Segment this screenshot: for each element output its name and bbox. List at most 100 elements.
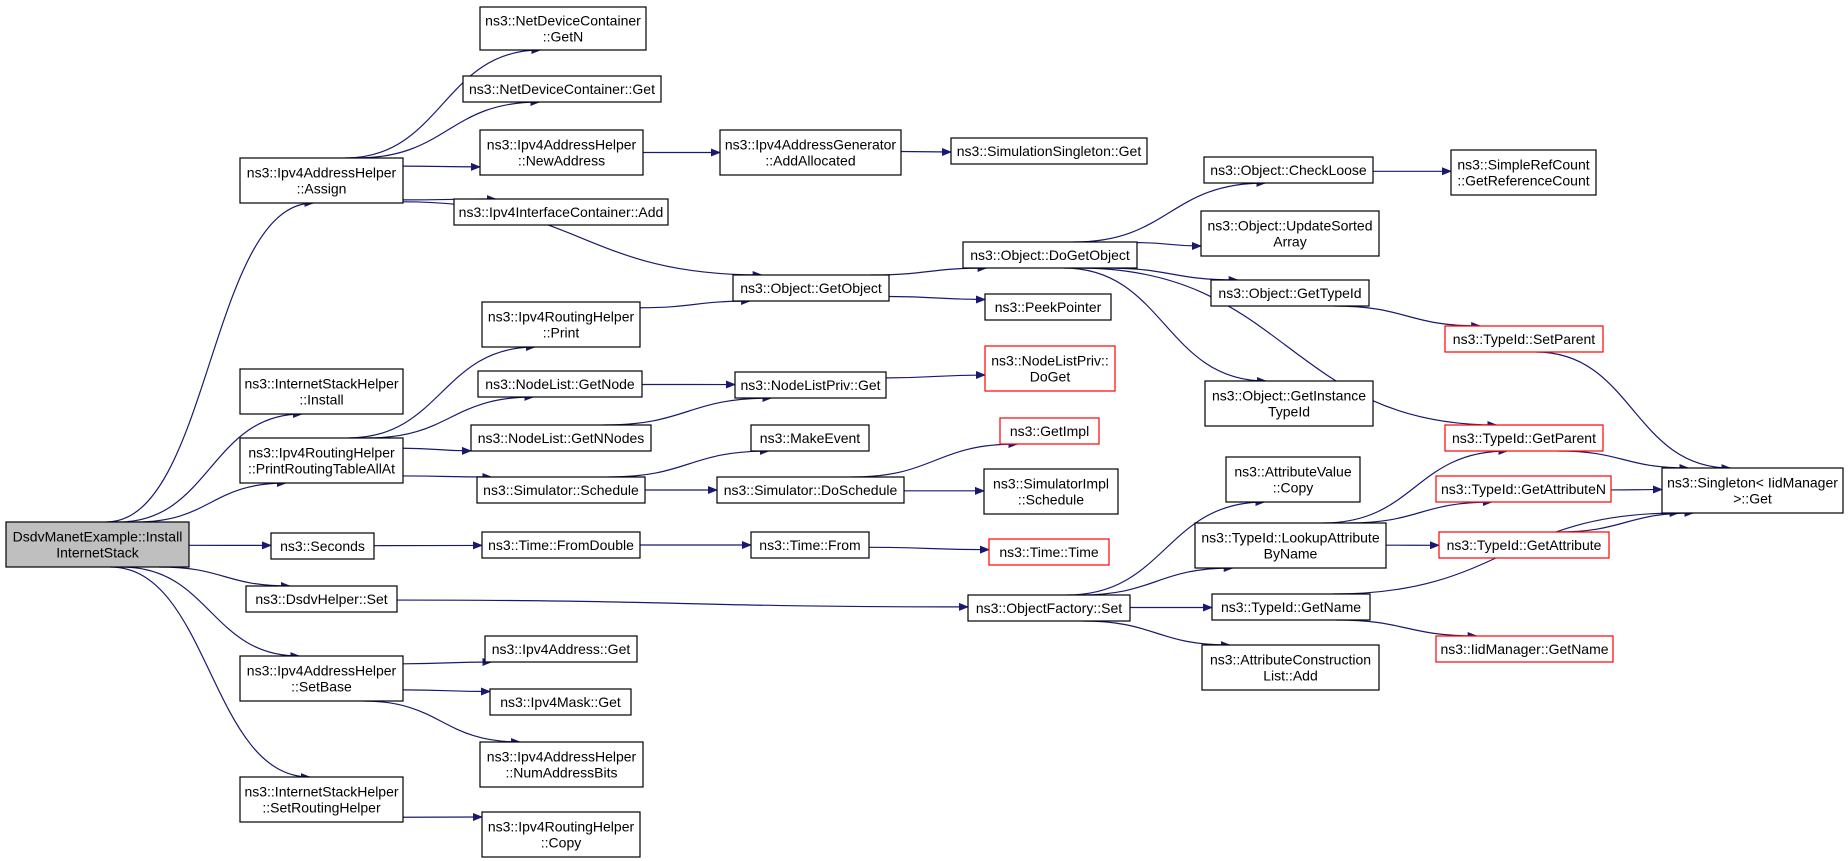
node-siSchedule[interactable]: ns3::SimulatorImpl::Schedule [983, 468, 1119, 515]
node-setRH[interactable]: ns3::InternetStackHelper::SetRoutingHelp… [239, 776, 404, 823]
node-newAddr[interactable]: ns3::Ipv4AddressHelper::NewAddress [479, 129, 644, 176]
edge-rhPrint-to-getObject [639, 297, 752, 309]
node-doSchedule[interactable]: ns3::Simulator::DoSchedule [716, 476, 905, 504]
node-iicAdd[interactable]: ns3::Ipv4InterfaceContainer::Add [453, 198, 669, 226]
node-timeTime[interactable]: ns3::Time::Time [988, 538, 1110, 566]
node-label: ns3::Ipv4AddressHelper [247, 663, 397, 679]
node-setParent[interactable]: ns3::TypeId::SetParent [1444, 325, 1604, 353]
edge-doGetObject-to-checkLoose [1073, 179, 1267, 243]
node-simSchedule[interactable]: ns3::Simulator::Schedule [476, 476, 646, 504]
node-box [950, 137, 1148, 165]
node-checkLoose[interactable]: ns3::Object::CheckLoose [1203, 156, 1374, 184]
node-box [481, 811, 641, 858]
node-numAddrBits[interactable]: ns3::Ipv4AddressHelper::NumAddressBits [479, 741, 644, 788]
node-label: ns3::NodeList::GetNode [485, 376, 635, 392]
node-label: ns3::Object::DoGetObject [970, 247, 1130, 263]
node-getParent[interactable]: ns3::TypeId::GetParent [1444, 424, 1604, 452]
node-fromDouble[interactable]: ns3::Time::FromDouble [481, 531, 641, 559]
node-timeFrom[interactable]: ns3::Time::From [750, 531, 870, 559]
node-label: ns3::Time::FromDouble [488, 537, 634, 553]
node-rhPrint[interactable]: ns3::Ipv4RoutingHelper::Print [481, 301, 641, 348]
node-box [1661, 467, 1844, 514]
node-ssGet[interactable]: ns3::SimulationSingleton::Get [950, 137, 1148, 165]
edge-printRT-to-nlGetNode [367, 393, 535, 439]
node-box [1225, 456, 1361, 503]
node-box [1194, 522, 1387, 569]
node-doGetObject[interactable]: ns3::Object::DoGetObject [962, 241, 1138, 269]
node-label: ns3::Object::GetTypeId [1218, 285, 1361, 301]
node-singletonGet[interactable]: ns3::Singleton< IidManager >::Get [1661, 467, 1844, 514]
node-objGetTypeId[interactable]: ns3::Object::GetTypeId [1210, 279, 1370, 307]
node-ishInstall[interactable]: ns3::InternetStackHelper::Install [239, 368, 404, 415]
node-label: ns3::TypeId::GetName [1221, 599, 1361, 615]
node-label: ::GetReferenceCount [1457, 173, 1589, 189]
node-box [239, 776, 404, 823]
node-iidGetName[interactable]: ns3::IidManager::GetName [1435, 635, 1614, 663]
edge-ofSet-to-lookupAttr [1079, 564, 1234, 596]
node-label: ns3::Simulator::Schedule [483, 482, 639, 498]
node-box [1210, 279, 1370, 307]
node-makeEvent[interactable]: ns3::MakeEvent [750, 424, 870, 452]
node-label: List::Add [1263, 668, 1317, 684]
node-ndcGet[interactable]: ns3::NetDeviceContainer::Get [462, 75, 662, 103]
node-getAttrN[interactable]: ns3::TypeId::GetAttributeN [1435, 475, 1612, 503]
node-box [481, 301, 641, 348]
node-box [470, 424, 652, 452]
node-label: ::Copy [1273, 480, 1313, 496]
node-nlGetNNodes[interactable]: ns3::NodeList::GetNNodes [470, 424, 652, 452]
node-box [5, 521, 190, 568]
node-seconds[interactable]: ns3::Seconds [270, 532, 375, 560]
node-nlpDoGet[interactable]: ns3::NodeListPriv::DoGet [984, 345, 1116, 392]
node-box [750, 424, 870, 452]
node-ipv4Assign[interactable]: ns3::Ipv4AddressHelper::Assign [239, 157, 404, 204]
node-getAttr[interactable]: ns3::TypeId::GetAttribute [1438, 531, 1610, 559]
edge-root-to-dsdvSet [158, 566, 291, 590]
node-label: ::Copy [541, 835, 581, 851]
node-nlpGet[interactable]: ns3::NodeListPriv::Get [734, 371, 887, 399]
node-label: ns3::Time::From [759, 537, 860, 553]
node-label: ns3::TypeId::GetParent [1452, 430, 1596, 446]
edge-setBase-to-ipv4AddrGet [402, 658, 493, 667]
node-getImpl[interactable]: ns3::GetImpl [999, 417, 1100, 445]
node-printRT[interactable]: ns3::Ipv4RoutingHelper::PrintRoutingTabl… [239, 437, 404, 484]
node-rhCopy[interactable]: ns3::Ipv4RoutingHelper::Copy [481, 811, 641, 858]
node-srcGetRef[interactable]: ns3::SimpleRefCount::GetReferenceCount [1450, 149, 1597, 196]
node-label: DsdvManetExample::Install [13, 529, 183, 545]
node-label: ns3::TypeId::GetAttribute [1447, 537, 1602, 553]
node-peekPointer[interactable]: ns3::PeekPointer [984, 293, 1112, 321]
node-box [967, 594, 1131, 622]
node-label: ns3::GetImpl [1010, 423, 1089, 439]
edge-printRT-to-nlGetNNodes [402, 446, 472, 455]
node-label: ::Schedule [1018, 492, 1084, 508]
node-label: ::SetBase [291, 679, 352, 695]
node-ndcGetN[interactable]: ns3::NetDeviceContainer::GetN [479, 6, 647, 51]
node-box [239, 157, 404, 204]
node-label: ns3::Ipv4RoutingHelper [248, 445, 395, 461]
node-getObject[interactable]: ns3::Object::GetObject [732, 274, 890, 302]
node-box [239, 368, 404, 415]
node-box [984, 293, 1112, 321]
node-nlGetNode[interactable]: ns3::NodeList::GetNode [477, 370, 643, 398]
node-ipv4AddrGet[interactable]: ns3::Ipv4Address::Get [484, 635, 638, 663]
node-label: ::SetRoutingHelper [262, 800, 381, 816]
edge-doGetObject-to-updSorted [1136, 242, 1202, 251]
node-box [270, 532, 375, 560]
node-box [479, 6, 647, 51]
node-setBase[interactable]: ns3::Ipv4AddressHelper::SetBase [239, 655, 404, 702]
node-label: ::NumAddressBits [505, 765, 617, 781]
node-ofSet[interactable]: ns3::ObjectFactory::Set [967, 594, 1131, 622]
node-avCopy[interactable]: ns3::AttributeValue::Copy [1225, 456, 1361, 503]
edge-lookupAttr-to-getParent [1322, 447, 1509, 524]
node-addAlloc[interactable]: ns3::Ipv4AddressGenerator::AddAllocated [719, 129, 902, 176]
node-box [453, 198, 669, 226]
node-dsdvSet[interactable]: ns3::DsdvHelper::Set [245, 585, 398, 613]
node-tidGetName[interactable]: ns3::TypeId::GetName [1211, 593, 1371, 621]
node-maskGet[interactable]: ns3::Ipv4Mask::Get [489, 688, 632, 716]
node-box [984, 345, 1116, 392]
node-box [1444, 424, 1604, 452]
